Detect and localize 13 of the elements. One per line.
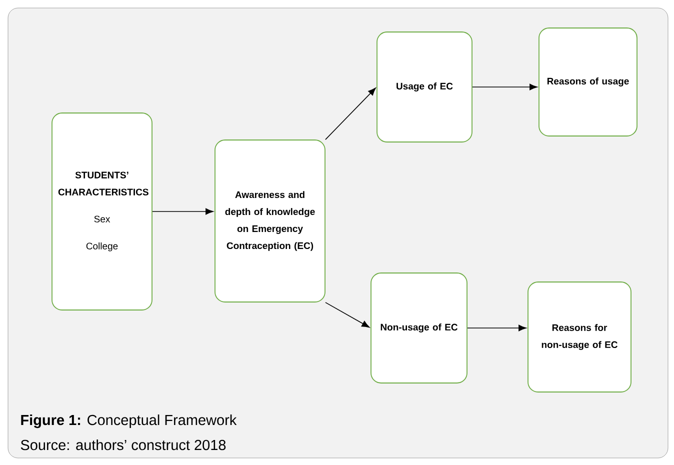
figure-caption: Figure 1: Conceptual Framework — [21, 414, 237, 428]
arrow — [325, 302, 370, 328]
source-note: Source: authors’ construct 2018 — [20, 439, 226, 450]
process-box: Reasons for non-usage of EC — [528, 282, 632, 392]
arrow — [325, 88, 376, 140]
process-box: Usage of EC — [376, 32, 472, 142]
process-box: STUDENTS’ CHARACTERISTICS Sex College — [52, 112, 152, 310]
process-box: Non-usage of EC — [370, 272, 468, 384]
arrow — [472, 84, 538, 90]
arrow — [152, 208, 214, 215]
process-box: Reasons of usage — [538, 28, 638, 136]
process-box: Awareness and depth of knowledge on Emergency Contraception (EC) — [214, 140, 326, 302]
arrow — [467, 324, 526, 332]
